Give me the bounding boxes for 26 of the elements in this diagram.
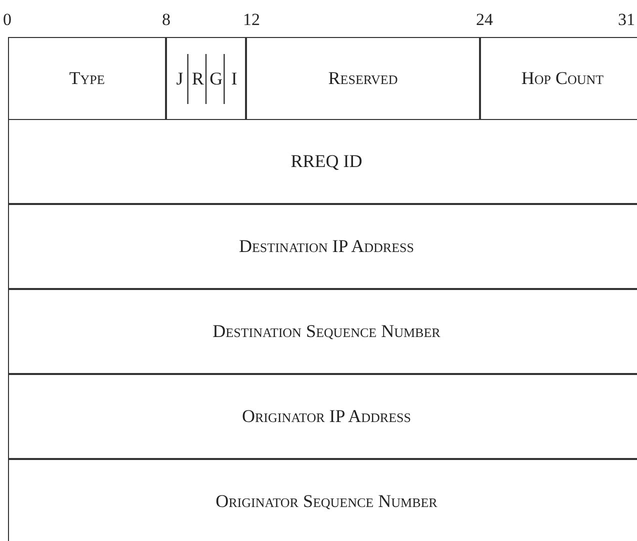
bit-position-label: 0	[3, 10, 12, 30]
bit-position-label: 8	[162, 10, 170, 30]
bit-position-label: 31	[618, 10, 635, 30]
bit-position-label: 12	[243, 10, 260, 30]
field-cell	[8, 37, 166, 120]
field-row	[8, 119, 637, 204]
flag-cell	[166, 37, 246, 120]
field-name: Reserved	[328, 68, 398, 89]
field-name: RREQ ID	[290, 151, 362, 172]
flag-name: I	[231, 68, 238, 89]
field-name: Originator IP Address	[242, 406, 411, 427]
field-row	[8, 289, 637, 374]
field-row	[8, 204, 637, 289]
field-row	[8, 374, 637, 459]
flag-name: J	[176, 68, 184, 89]
flag-name: G	[210, 68, 223, 89]
field-name: Originator Sequence Number	[216, 491, 438, 512]
field-name: Destination IP Address	[238, 236, 414, 257]
field-name: Hop Count	[521, 68, 604, 89]
field-cell	[246, 37, 480, 120]
field-name: Type	[69, 68, 105, 89]
bit-position-label: 24	[476, 10, 493, 30]
field-cell	[480, 37, 637, 120]
field-name: Destination Sequence Number	[212, 321, 440, 342]
flag-name: R	[192, 68, 204, 89]
field-row	[8, 459, 637, 541]
